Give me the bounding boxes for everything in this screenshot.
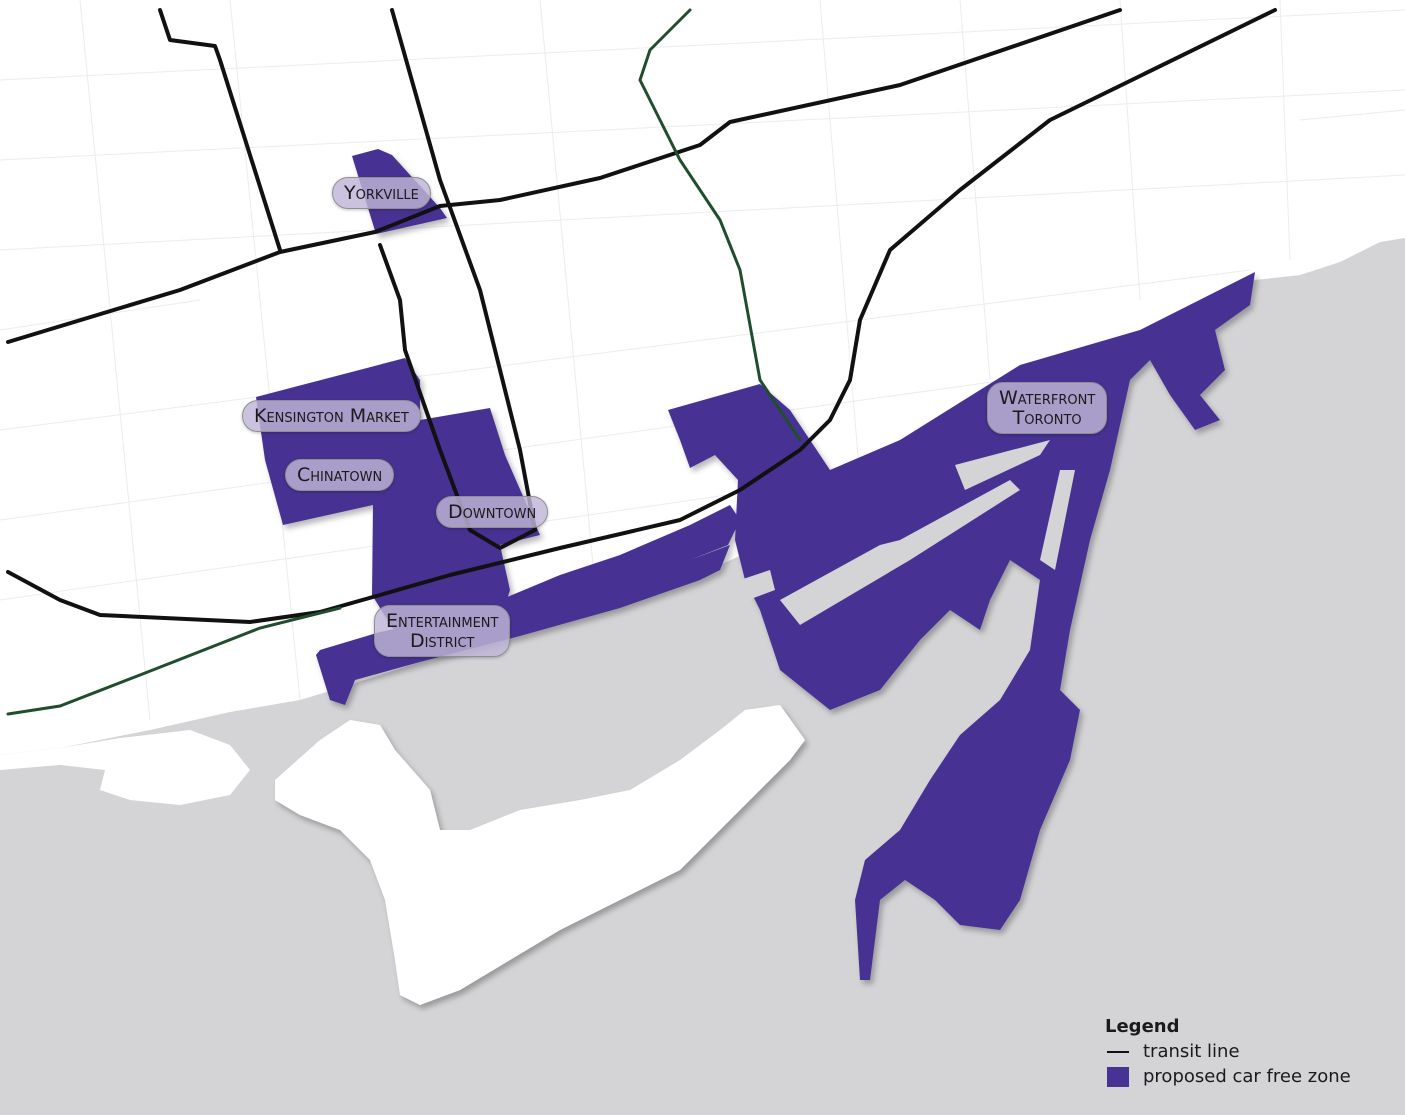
rail-lines [6,8,802,716]
label-downtown: Downtown [436,496,549,528]
label-entertainment-district: Entertainment District [374,605,511,657]
car-free-zone-swatch [1107,1066,1129,1087]
label-waterfront-line1: Waterfront [999,387,1096,409]
street-grid [0,0,1405,721]
toronto-islands [275,705,805,1005]
label-chinatown: Chinatown [285,459,395,491]
transit-line-bloor [6,8,1122,344]
label-kensington-market: Kensington Market [242,400,421,432]
transit-line-lakeshore [6,8,1277,624]
label-entertainment-line1: Entertainment [386,610,499,632]
west-shoreline [0,730,250,805]
label-yorkville-text: Yorkville [344,182,419,204]
legend: Legend transit line proposed car free zo… [1105,1015,1351,1089]
legend-zone-label: proposed car free zone [1143,1066,1351,1087]
label-waterfront-toronto: Waterfront Toronto [987,382,1108,434]
port-slips [740,440,1075,625]
legend-row-zone: proposed car free zone [1105,1064,1351,1089]
legend-row-transit: transit line [1105,1039,1351,1064]
label-yorkville: Yorkville [332,177,431,209]
label-waterfront-line2: Toronto [1012,407,1082,429]
label-entertainment-line2: District [409,630,475,652]
transit-line-swatch [1107,1050,1129,1053]
label-chinatown-text: Chinatown [297,464,383,486]
legend-title: Legend [1105,1016,1180,1037]
transit-lines [6,8,1277,624]
zone-port-lands [668,272,1255,980]
label-downtown-text: Downtown [448,501,537,523]
rail-line-north [638,8,802,442]
label-kensington-market-text: Kensington Market [254,405,409,427]
transit-line-yonge [378,8,537,550]
transit-line-yonge-west [158,8,282,252]
legend-transit-label: transit line [1143,1041,1240,1062]
rail-line-west [6,606,342,716]
